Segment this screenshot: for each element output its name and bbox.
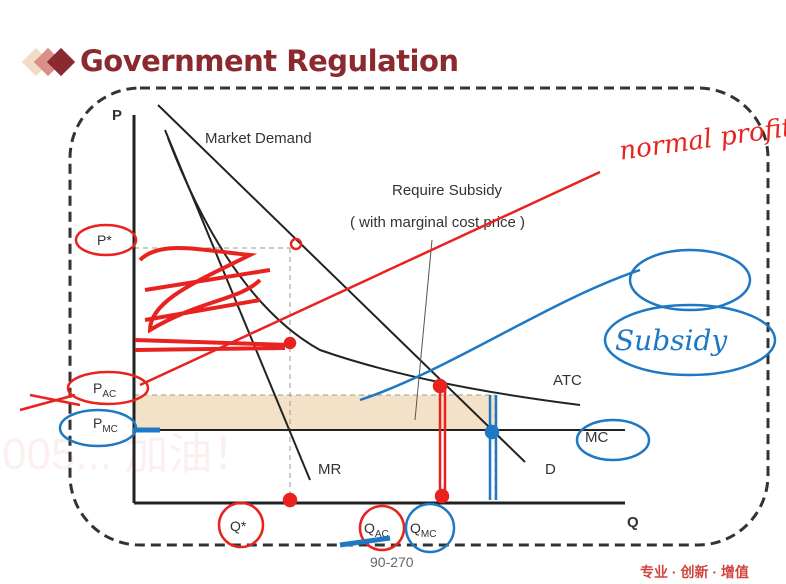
d-label: D — [545, 461, 556, 478]
axis-q-label: Q — [627, 514, 639, 531]
blue-annotations — [58, 248, 777, 554]
slide-title: Government Regulation — [80, 44, 459, 78]
atc-label: ATC — [553, 372, 582, 389]
p-star-label: P* — [97, 232, 112, 248]
p-mc-label: PMC — [93, 415, 118, 435]
market-demand-label: Market Demand — [205, 130, 312, 147]
demand-curve — [157, 104, 526, 463]
q-star-label: Q* — [230, 518, 247, 534]
q-ac-label: QAC — [364, 520, 389, 540]
require-subsidy-label: Require Subsidy — [392, 182, 503, 199]
slogan: 专业 · 创新 · 增值 — [640, 564, 749, 580]
mc-label: MC — [585, 429, 608, 446]
handwritten-subsidy: Subsidy — [615, 324, 728, 357]
q-mc-label: QMC — [410, 520, 436, 540]
mc-price-label: ( with marginal cost price ) — [350, 214, 525, 231]
slide-number: 90-270 — [370, 554, 414, 570]
atc-curve — [167, 137, 581, 406]
subsidy-area — [134, 395, 495, 430]
diamond-logo-icon — [21, 47, 76, 77]
axis-p-label: P — [112, 107, 122, 124]
mr-label: MR — [318, 461, 341, 478]
subsidy-pointer — [414, 239, 433, 421]
handwritten-normal-profit: normal profit — [617, 113, 786, 167]
red-annotations — [19, 170, 601, 552]
dashed-frame — [68, 86, 770, 547]
p-ac-label: PAC — [93, 380, 116, 400]
